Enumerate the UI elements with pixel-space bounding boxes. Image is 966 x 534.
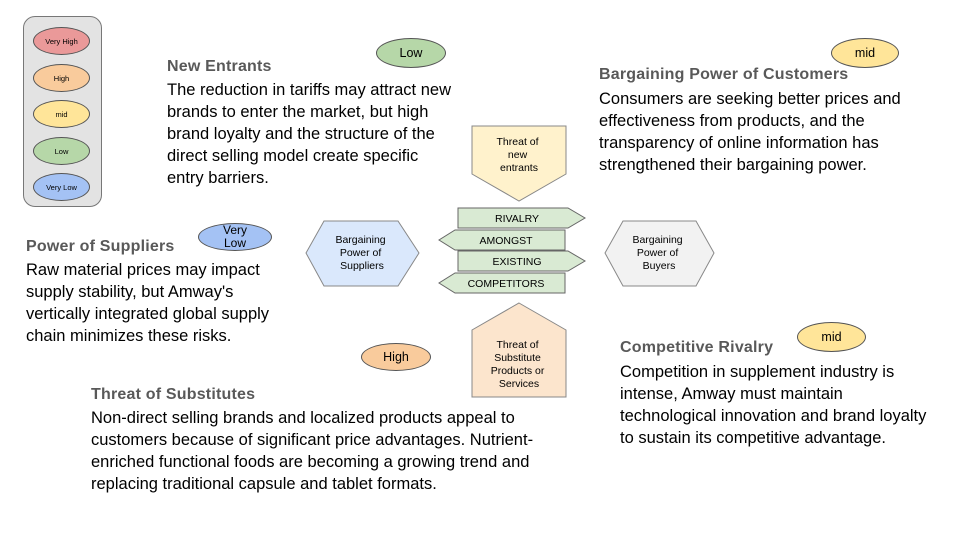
suppliers-rating-badge: Very Low (198, 223, 272, 251)
customers-rating-badge: mid (831, 38, 899, 68)
rivalry-bar-2-label: AMONGST (479, 235, 533, 247)
rating-legend: Very High High mid Low Very Low (23, 16, 102, 207)
rating-label: mid (854, 45, 876, 60)
rivalry-bar-4-label: COMPETITORS (468, 278, 545, 290)
substitutes-rating-badge: High (361, 343, 431, 371)
rating-label: High (383, 349, 409, 364)
threat-substitutes-shape (471, 302, 567, 398)
rating-label: Very Low (222, 223, 247, 250)
rivalry-bar-1-label: RIVALRY (495, 213, 539, 225)
suppliers-text: Raw material prices may impact supply st… (26, 261, 270, 345)
new-entrants-rating-badge: Low (376, 38, 446, 68)
legend-label: Low (54, 146, 69, 156)
threat-new-entrants-shape (471, 125, 567, 202)
supplier-power-shape (305, 220, 420, 287)
legend-very-high: Very High (33, 27, 90, 55)
substitutes-text: Non-direct selling brands and localized … (91, 409, 534, 493)
rivalry-bar-1 (457, 207, 586, 229)
customers-heading: Bargaining Power of Customers (599, 66, 849, 83)
buyer-power-label: Bargaining Power of Buyers (632, 234, 685, 272)
legend-label: mid (55, 109, 68, 119)
legend-high: High (33, 64, 90, 92)
legend-very-low: Very Low (33, 173, 90, 201)
legend-low: Low (33, 137, 90, 165)
rivalry-bar-4 (438, 272, 566, 294)
supplier-power-label: Bargaining Power of Suppliers (335, 234, 388, 272)
new-entrants-text: The reduction in tariffs may attract new… (167, 81, 451, 187)
rating-label: Low (399, 45, 423, 60)
threat-substitutes-label: Threat of Substitute Products or Service… (491, 339, 548, 390)
legend-mid: mid (33, 100, 90, 128)
suppliers-heading: Power of Suppliers (26, 238, 175, 255)
substitutes-heading: Threat of Substitutes (91, 386, 256, 403)
buyer-power-shape (604, 220, 715, 287)
threat-new-entrants-label: Threat of new entrants (497, 136, 542, 174)
rating-label: mid (821, 329, 842, 344)
rivalry-bar-2 (438, 229, 566, 251)
rivalry-bar-3-label: EXISTING (492, 256, 541, 268)
rivalry-bar-3 (457, 250, 586, 272)
legend-label: High (53, 73, 70, 83)
rivalry-heading: Competitive Rivalry (620, 339, 774, 356)
legend-label: Very High (45, 36, 78, 46)
rivalry-text: Competition in supplement industry is in… (620, 363, 927, 447)
rivalry-rating-badge: mid (797, 322, 866, 352)
legend-label: Very Low (46, 182, 77, 192)
new-entrants-heading: New Entrants (167, 58, 272, 75)
customers-text: Consumers are seeking better prices and … (599, 90, 901, 174)
